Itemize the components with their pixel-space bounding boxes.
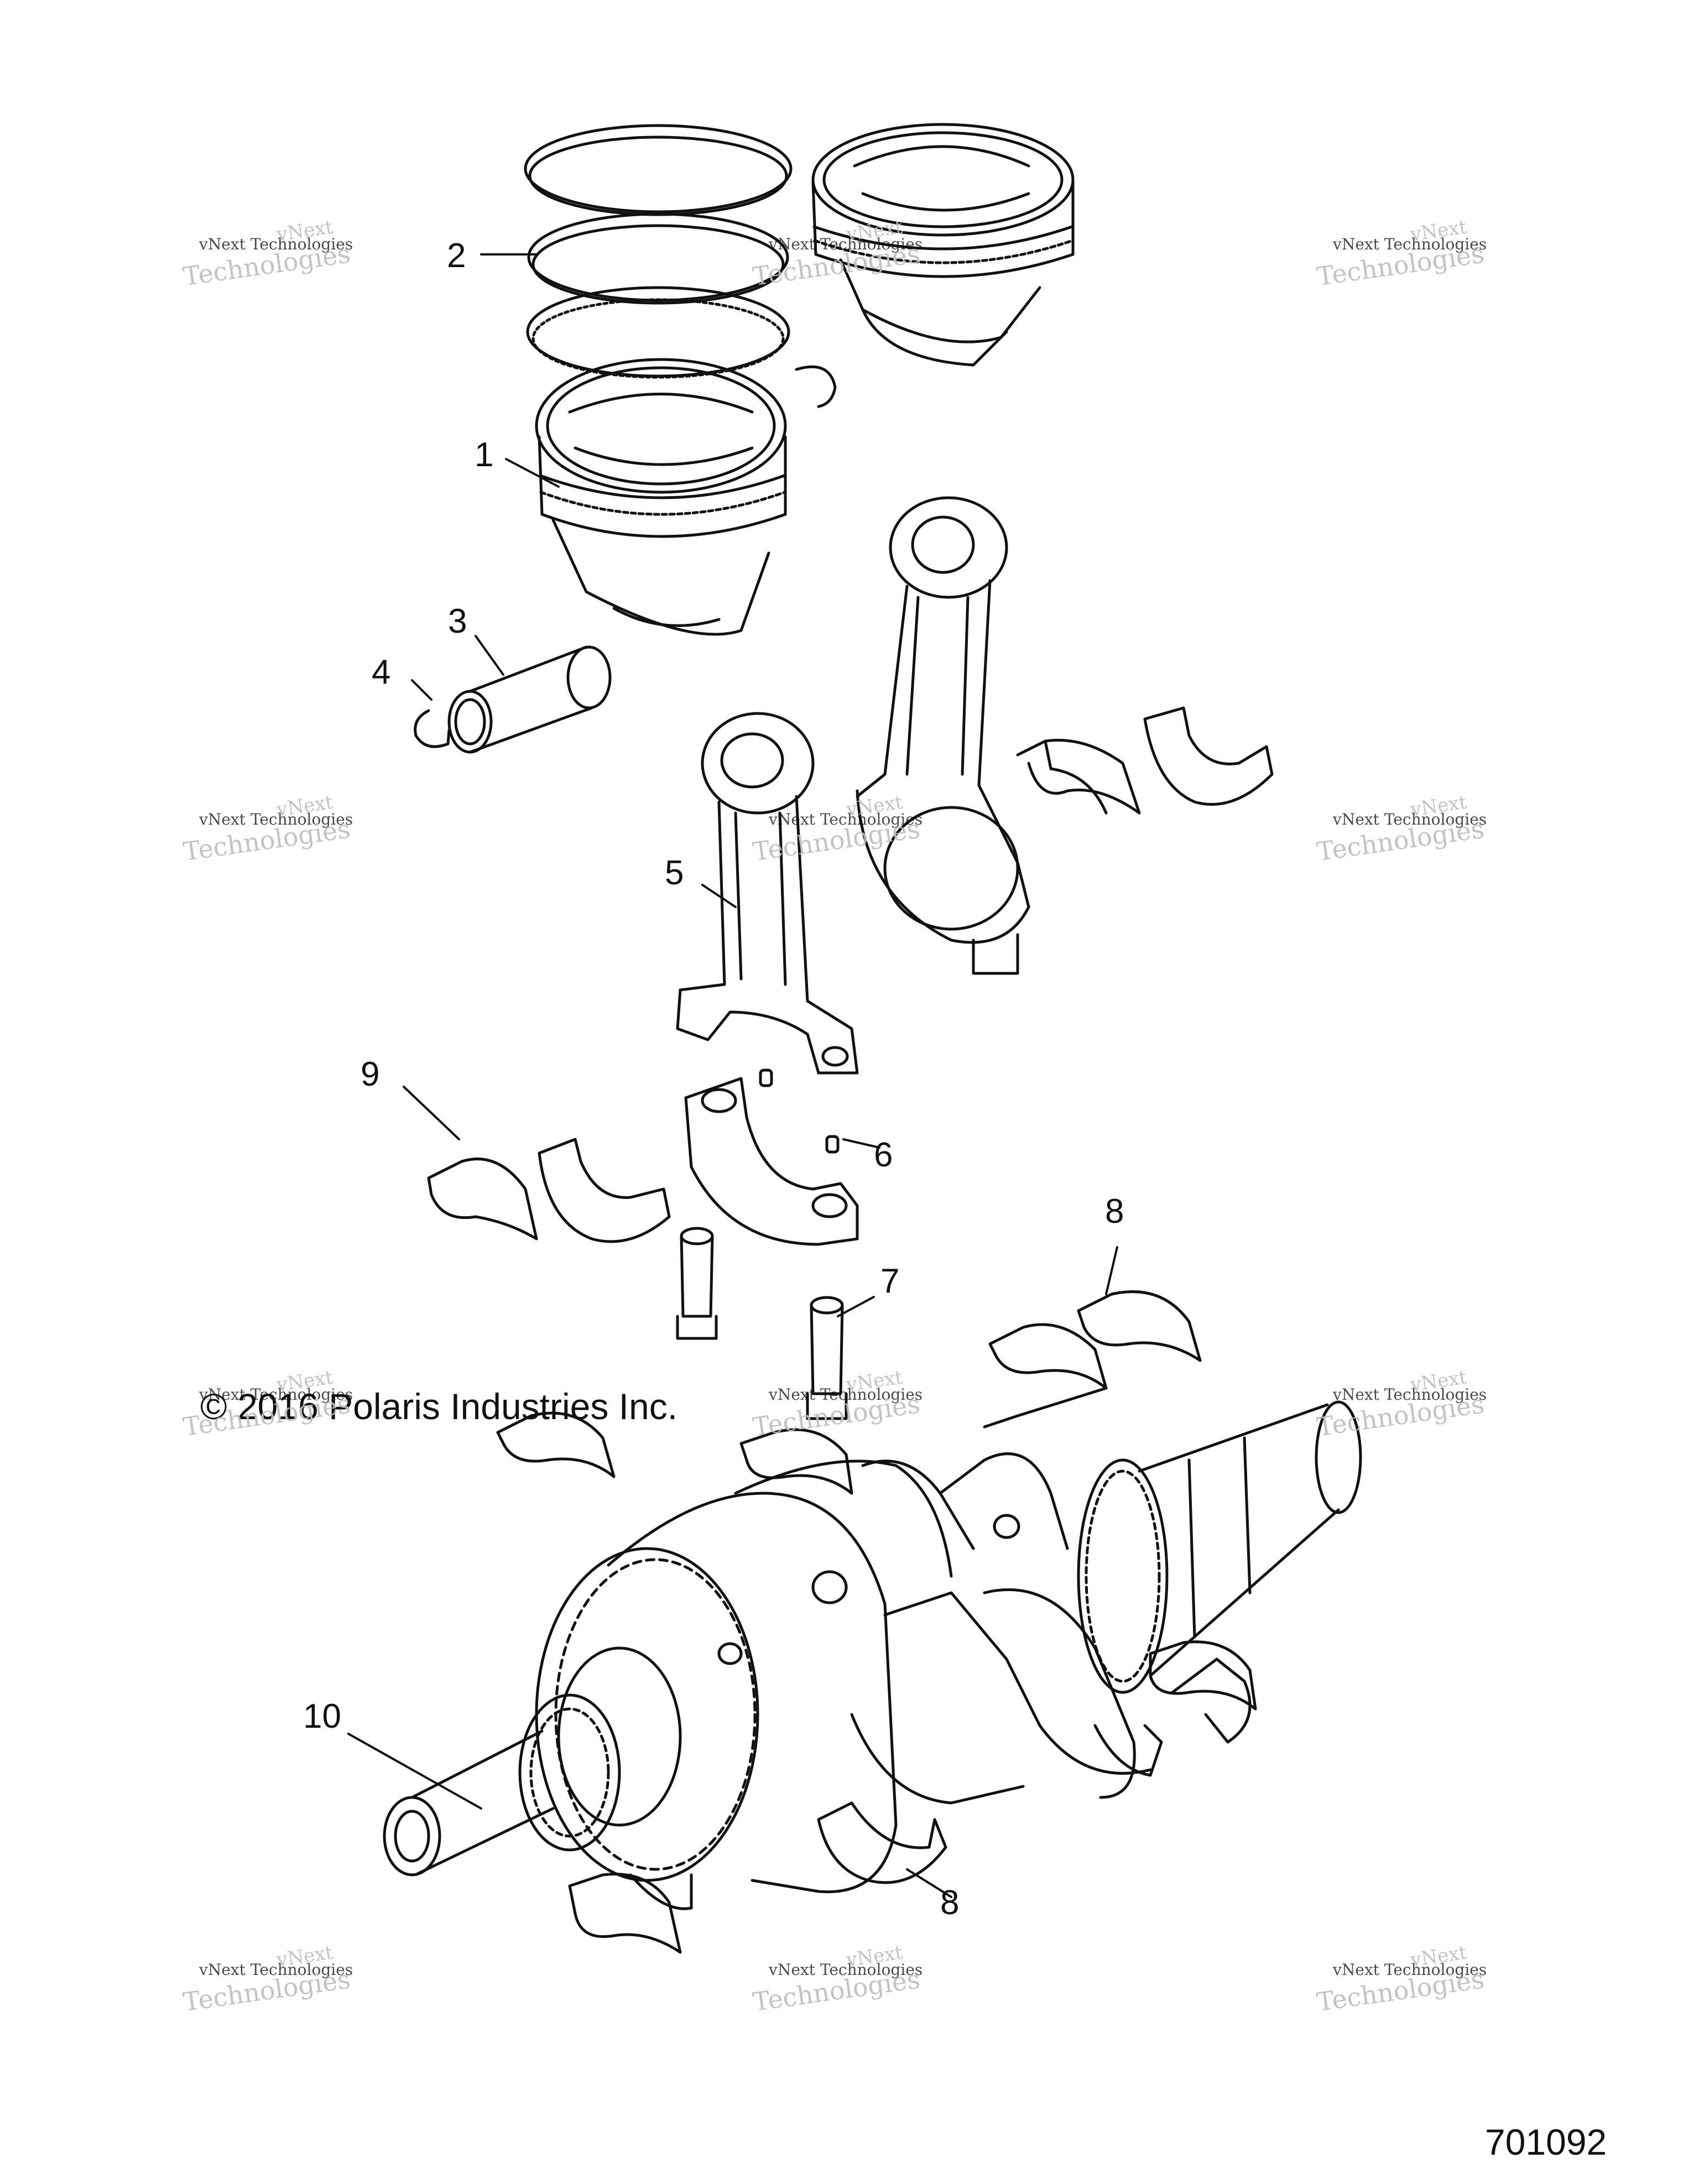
crankshaft bbox=[383, 1400, 1362, 1894]
document-number: 701092 bbox=[1485, 2122, 1607, 2162]
leader-lines bbox=[347, 253, 1118, 1898]
callout-8-upper: 8 bbox=[1105, 1192, 1124, 1231]
piston-assembled-upper bbox=[811, 123, 1075, 367]
piston-rings bbox=[524, 124, 793, 379]
callout-5: 5 bbox=[665, 854, 684, 892]
dowel-pins bbox=[759, 1068, 840, 1154]
piston bbox=[535, 358, 787, 636]
callout-9: 9 bbox=[361, 1055, 380, 1093]
callout-3: 3 bbox=[448, 602, 467, 640]
connecting-rod bbox=[676, 712, 859, 1075]
rod-bearings-upper bbox=[1016, 706, 1274, 815]
callout-8-lower: 8 bbox=[940, 1884, 960, 1922]
wrist-pin bbox=[447, 645, 612, 754]
callout-7: 7 bbox=[880, 1262, 900, 1300]
callout-1: 1 bbox=[475, 436, 494, 474]
connecting-rod-upper bbox=[856, 496, 1030, 975]
rod-bearings bbox=[427, 1138, 671, 1243]
copyright-notice: © 2016 Polaris Industries Inc. bbox=[200, 1386, 678, 1427]
callout-4: 4 bbox=[372, 653, 391, 691]
circlip-right bbox=[795, 365, 837, 408]
callout-6: 6 bbox=[874, 1136, 893, 1174]
rod-bolts bbox=[676, 1227, 848, 1420]
callout-2: 2 bbox=[447, 237, 466, 275]
rod-cap bbox=[684, 1077, 859, 1246]
callout-10: 10 bbox=[303, 1697, 341, 1735]
main-bearings-upper bbox=[983, 1290, 1202, 1429]
main-bearings-lower bbox=[496, 1411, 1257, 1954]
circlip bbox=[414, 709, 451, 748]
